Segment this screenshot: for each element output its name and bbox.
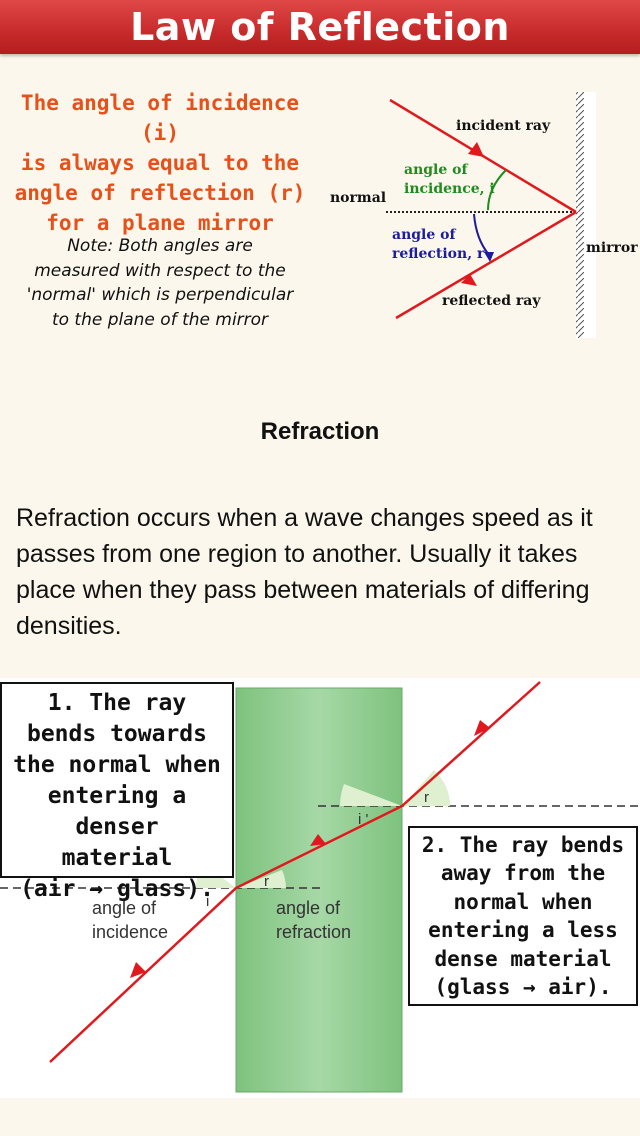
callout-line: away from the xyxy=(440,861,606,886)
callout-line: material xyxy=(61,845,173,871)
angle-of-refraction-label: angle of xyxy=(276,898,341,918)
reflection-diagram: incident ray angle of incidence, i norma… xyxy=(330,92,638,338)
callout-denser: 1. The ray bends towards the normal when… xyxy=(0,682,234,902)
refracted-ray xyxy=(49,681,541,1063)
callout-line: entering a less xyxy=(428,918,618,943)
callout-less-dense: 2. The ray bends away from the normal wh… xyxy=(408,826,638,1006)
incidence-angle-arc xyxy=(487,169,507,211)
callout-line: bends towards xyxy=(26,721,207,747)
angle-reflection-label: angle of xyxy=(392,227,456,243)
refraction-paragraph: Refraction occurs when a wave changes sp… xyxy=(16,504,593,640)
reflected-ray-label: reflected ray xyxy=(442,293,541,309)
callout-line: dense material xyxy=(434,946,612,971)
callout-line: 2. The ray bends xyxy=(421,833,625,857)
callout-line: (air → glass). xyxy=(20,876,214,902)
angle-incidence-label: incidence, i xyxy=(404,181,495,197)
ray-arrow-air xyxy=(130,962,146,978)
angle-reflection-label: reflection, r xyxy=(392,246,485,262)
callout-line: normal when xyxy=(453,889,593,914)
reflection-arc-arrow xyxy=(484,252,494,262)
glass-block xyxy=(235,687,403,1093)
callout-line: the normal when xyxy=(13,752,221,778)
rule-line: is always equal to the xyxy=(20,151,300,175)
rule-line: The angle of incidence (i) xyxy=(20,91,300,145)
callout-line: entering a denser xyxy=(47,783,187,840)
note-line: Note: Both angles are xyxy=(67,236,253,256)
mirror-label: mirror xyxy=(586,240,638,256)
reflection-law-text: The angle of incidence (i) is always equ… xyxy=(4,88,316,238)
callout-line: (glass → air). xyxy=(434,975,612,1000)
page-title: Law of Reflection xyxy=(130,5,510,49)
ray-arrow-exit xyxy=(474,720,490,736)
ray-arrow-glass xyxy=(310,834,326,846)
reflected-ray-arrow xyxy=(461,274,477,286)
refraction-diagram: i r i ' r angle of incidence angle of re… xyxy=(0,681,640,1093)
mirror-hatching xyxy=(576,92,584,338)
angle-r-wedge xyxy=(236,870,286,888)
angle-incidence-label: angle of xyxy=(404,162,468,178)
angle-of-incidence-label: angle of xyxy=(92,898,157,918)
angle-r2-letter: r xyxy=(424,789,429,806)
mirror-surface xyxy=(584,92,596,338)
rule-line: angle of reflection (r) xyxy=(14,181,306,205)
angle-of-incidence-label: incidence xyxy=(92,922,168,942)
angle-i-prime-wedge xyxy=(339,784,402,806)
refraction-diagram-panel: i r i ' r angle of incidence angle of re… xyxy=(0,678,640,1098)
callout-line: 1. The ray xyxy=(47,690,187,716)
note-line: to the plane of the mirror xyxy=(51,309,269,330)
rule-line: for a plane mirror xyxy=(46,211,274,235)
note-line: 'normal' which is perpendicular xyxy=(26,285,294,305)
incident-ray-label: incident ray xyxy=(456,118,551,134)
title-bar: Law of Reflection xyxy=(0,0,640,54)
section-heading: Refraction xyxy=(260,418,380,445)
note-text: Note: Both angles are measured with resp… xyxy=(4,234,316,332)
incident-ray-arrow xyxy=(468,142,484,157)
angle-i-prime-letter: i ' xyxy=(358,811,369,828)
angle-r-letter: r xyxy=(264,873,269,890)
reflected-ray-line xyxy=(395,210,577,320)
angle-r2-wedge xyxy=(402,770,451,806)
angle-of-refraction-label: refraction xyxy=(276,922,351,942)
normal-label: normal xyxy=(330,190,386,206)
angle-i-letter: i xyxy=(206,893,209,910)
note-line: measured with respect to the xyxy=(34,260,286,281)
